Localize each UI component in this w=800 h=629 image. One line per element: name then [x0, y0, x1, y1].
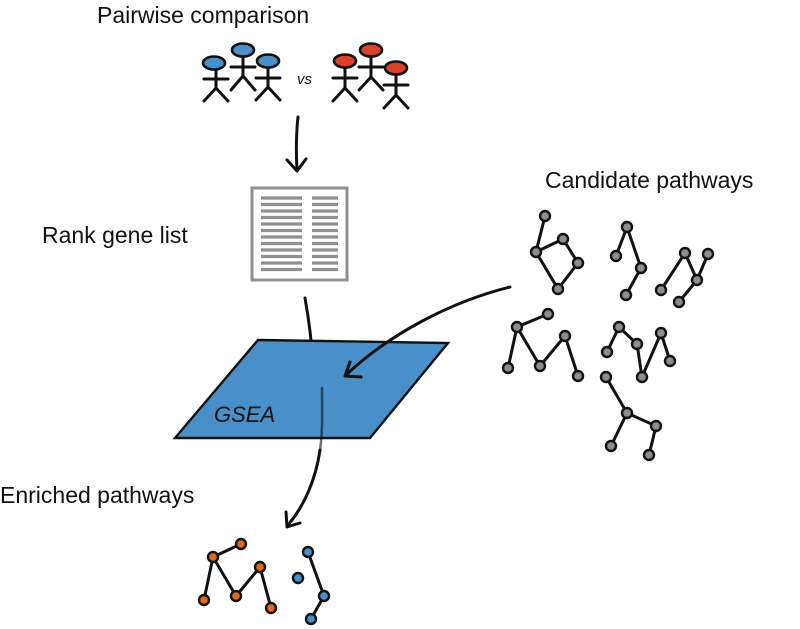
pathway-node	[551, 282, 565, 296]
pathway-edge	[234, 565, 262, 598]
pathway-node	[317, 589, 331, 603]
arrow-to-rank-list	[285, 115, 308, 173]
pathway-node	[571, 369, 585, 383]
pathway-node	[229, 589, 243, 603]
pathway-edge	[211, 555, 238, 598]
pathway-node	[609, 249, 623, 263]
pathway-node	[600, 345, 614, 359]
pathway-node	[571, 256, 585, 270]
enriched-pathways-graphs	[197, 537, 331, 626]
pathway-node	[501, 361, 515, 375]
pathway-node	[630, 337, 644, 351]
pathway-node	[253, 560, 267, 574]
pathway-node	[533, 359, 547, 373]
pathway-graph	[291, 545, 331, 626]
pathway-edge	[202, 555, 215, 602]
pathway-node	[541, 307, 555, 321]
gsea-label: GSEA	[214, 402, 275, 427]
pathway-edge	[659, 251, 687, 292]
pathway-edge	[258, 565, 273, 610]
pathway-node	[558, 329, 572, 343]
pathway-node	[663, 354, 677, 368]
pathway-graph	[501, 307, 585, 383]
pathway-node	[301, 545, 315, 559]
enriched-pathways-label: Enriched pathways	[0, 482, 194, 508]
pathway-edge	[563, 334, 580, 378]
pathway-node	[538, 209, 552, 223]
person-icon	[201, 55, 230, 103]
pathway-edge	[625, 225, 643, 270]
person-icon	[357, 42, 385, 92]
pathway-node	[599, 370, 613, 384]
pathway-edge	[604, 375, 629, 415]
pathway-graph	[600, 320, 677, 384]
pathway-node	[701, 247, 715, 261]
pathway-node	[556, 232, 570, 246]
pathway-node	[619, 288, 633, 302]
pathway-node	[197, 593, 211, 607]
pathway-node	[291, 571, 305, 585]
person-icon	[382, 60, 410, 110]
pathway-edge	[640, 331, 663, 379]
candidate-pathways-graphs	[501, 209, 715, 462]
group-b-figures	[331, 42, 410, 110]
pathway-node	[206, 550, 220, 564]
pathway-node	[304, 612, 318, 626]
pathway-edge	[538, 334, 567, 368]
pathway-node	[510, 320, 524, 334]
arrow-candidates-to-gsea	[343, 285, 512, 379]
pathway-graph	[197, 537, 278, 615]
rank-gene-list-label: Rank gene list	[42, 222, 188, 248]
arrow-gsea-to-enriched	[284, 386, 324, 529]
pathway-node	[620, 220, 634, 234]
person-icon	[331, 53, 359, 103]
pairwise-comparison-label: Pairwise comparison	[97, 2, 309, 28]
pathway-node	[690, 273, 704, 287]
ranked-gene-list-icon	[250, 186, 349, 282]
pathway-graph	[654, 246, 715, 309]
vs-label: vs	[297, 71, 313, 88]
pathway-node	[642, 448, 656, 462]
pathway-node	[672, 295, 686, 309]
pathway-edge	[306, 550, 326, 598]
pathway-edge	[534, 250, 560, 291]
pathway-node	[654, 283, 668, 297]
pathway-graph	[599, 370, 663, 462]
pathway-node	[654, 326, 668, 340]
person-icon	[254, 53, 282, 102]
pathway-node	[529, 245, 543, 259]
pathway-node	[678, 246, 692, 260]
pathway-node	[620, 406, 634, 420]
pathway-edge	[515, 325, 542, 368]
pathway-node	[649, 419, 663, 433]
group-a-figures	[201, 42, 282, 103]
pathway-node	[264, 601, 278, 615]
candidate-pathways-label: Candidate pathways	[545, 167, 753, 193]
pathway-node	[612, 320, 626, 334]
gsea-plane: GSEA	[172, 338, 451, 440]
person-icon	[229, 42, 257, 92]
pathway-node	[604, 439, 618, 453]
pathway-node	[634, 261, 648, 275]
pathway-graph	[529, 209, 585, 296]
pathway-node	[234, 537, 248, 551]
pathway-edge	[506, 325, 519, 370]
pathway-graph	[609, 220, 648, 302]
pathway-node	[635, 370, 649, 384]
